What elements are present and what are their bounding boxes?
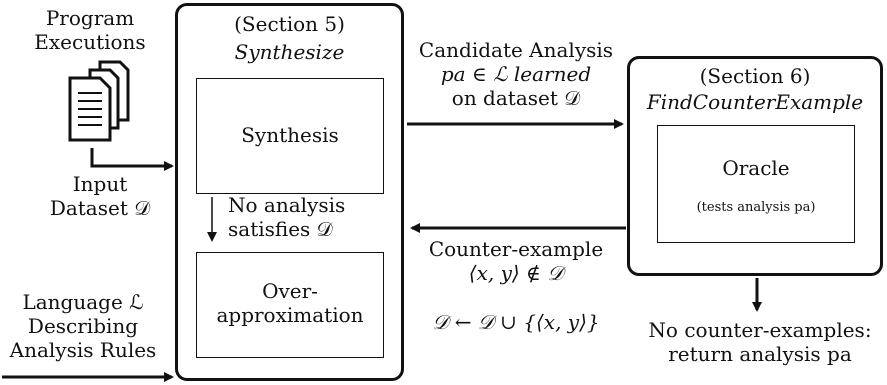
synthesize-panel [175,3,404,381]
overapproximation-box: Over- approximation [196,252,384,358]
oracle-box: Oracle (tests analysis pa) [657,125,855,243]
result-label: No counter-examples: return analysis pa [648,318,872,366]
no-analysis-label: No analysis satisfies 𝒟 [228,193,346,241]
language-label: Language ℒ Describing Analysis Rules [9,290,157,362]
synthesize-section-label: (Section 5) [234,12,345,36]
documents-icon [68,60,130,142]
find-name: FindCounterExample [646,90,864,114]
executions-arrow [90,148,174,171]
synthesis-label: Synthesis [241,123,339,147]
synthesis-box: Synthesis [196,78,384,194]
overapproximation-label: Over- approximation [216,279,364,327]
counter-example-label: Counter-example ⟨x, y⟩ ∉ 𝒟 [428,237,604,285]
oracle-label: Oracle [722,156,790,180]
find-section-label: (Section 6) [699,64,811,88]
dataset-update-label: 𝒟 ← 𝒟 ∪ {⟨x, y⟩} [432,310,600,334]
candidate-analysis-label: Candidate Analysis pa ∈ ℒ learned on dat… [418,38,614,110]
program-executions-label: Program Executions [34,6,146,54]
input-dataset-label: Input Dataset 𝒟 [49,172,151,220]
synthesize-name: Synthesize [234,40,345,64]
find-counterexample-panel [627,56,883,276]
oracle-sublabel: (tests analysis pa) [696,200,816,215]
